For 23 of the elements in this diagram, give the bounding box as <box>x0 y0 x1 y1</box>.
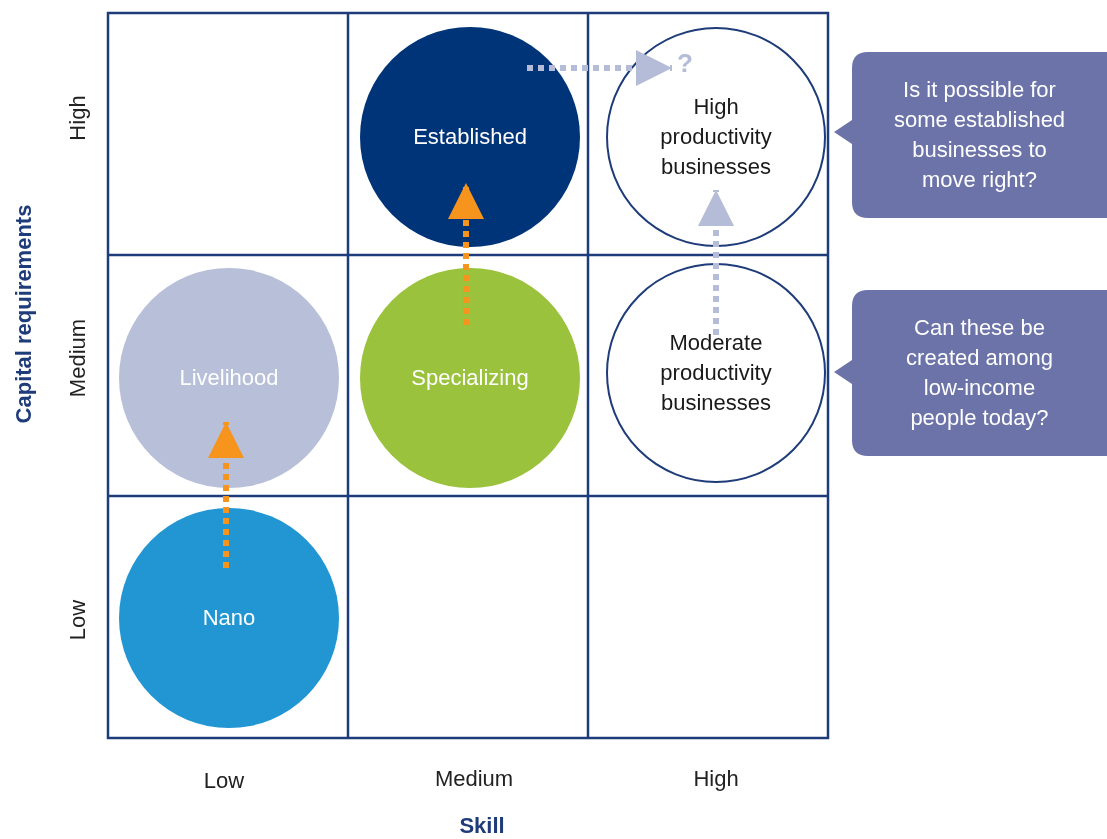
axis-tick-label: Medium <box>65 318 91 398</box>
axis-title: Skill <box>459 813 505 839</box>
axis-tick-label: Medium <box>434 766 514 792</box>
arrow <box>448 183 484 325</box>
edge-label: ? <box>677 48 693 79</box>
circle-label: Moderate productivity businesses <box>659 329 773 417</box>
arrow <box>208 422 244 568</box>
axis-tick-label: Low <box>203 768 245 794</box>
callout-text: Can these be created among low-income people today? <box>905 314 1054 432</box>
axis-tick-label: High <box>693 766 739 792</box>
axis-tick-label: Low <box>65 599 91 641</box>
circle-label: Nano <box>202 604 256 632</box>
speech-bubble <box>834 52 1107 218</box>
circle-label: Specializing <box>411 364 529 392</box>
callout-text: Is it possible for some established businesses to move right? <box>892 76 1067 194</box>
axis-title: Capital requirements <box>11 204 37 424</box>
arrow <box>698 190 734 335</box>
axis-tick-label: High <box>65 95 91 141</box>
circle-label: Livelihood <box>179 364 279 392</box>
speech-bubble <box>834 290 1107 456</box>
circle-label: High productivity businesses <box>659 93 773 181</box>
circle-label: Established <box>413 123 527 151</box>
arrow <box>527 50 672 86</box>
